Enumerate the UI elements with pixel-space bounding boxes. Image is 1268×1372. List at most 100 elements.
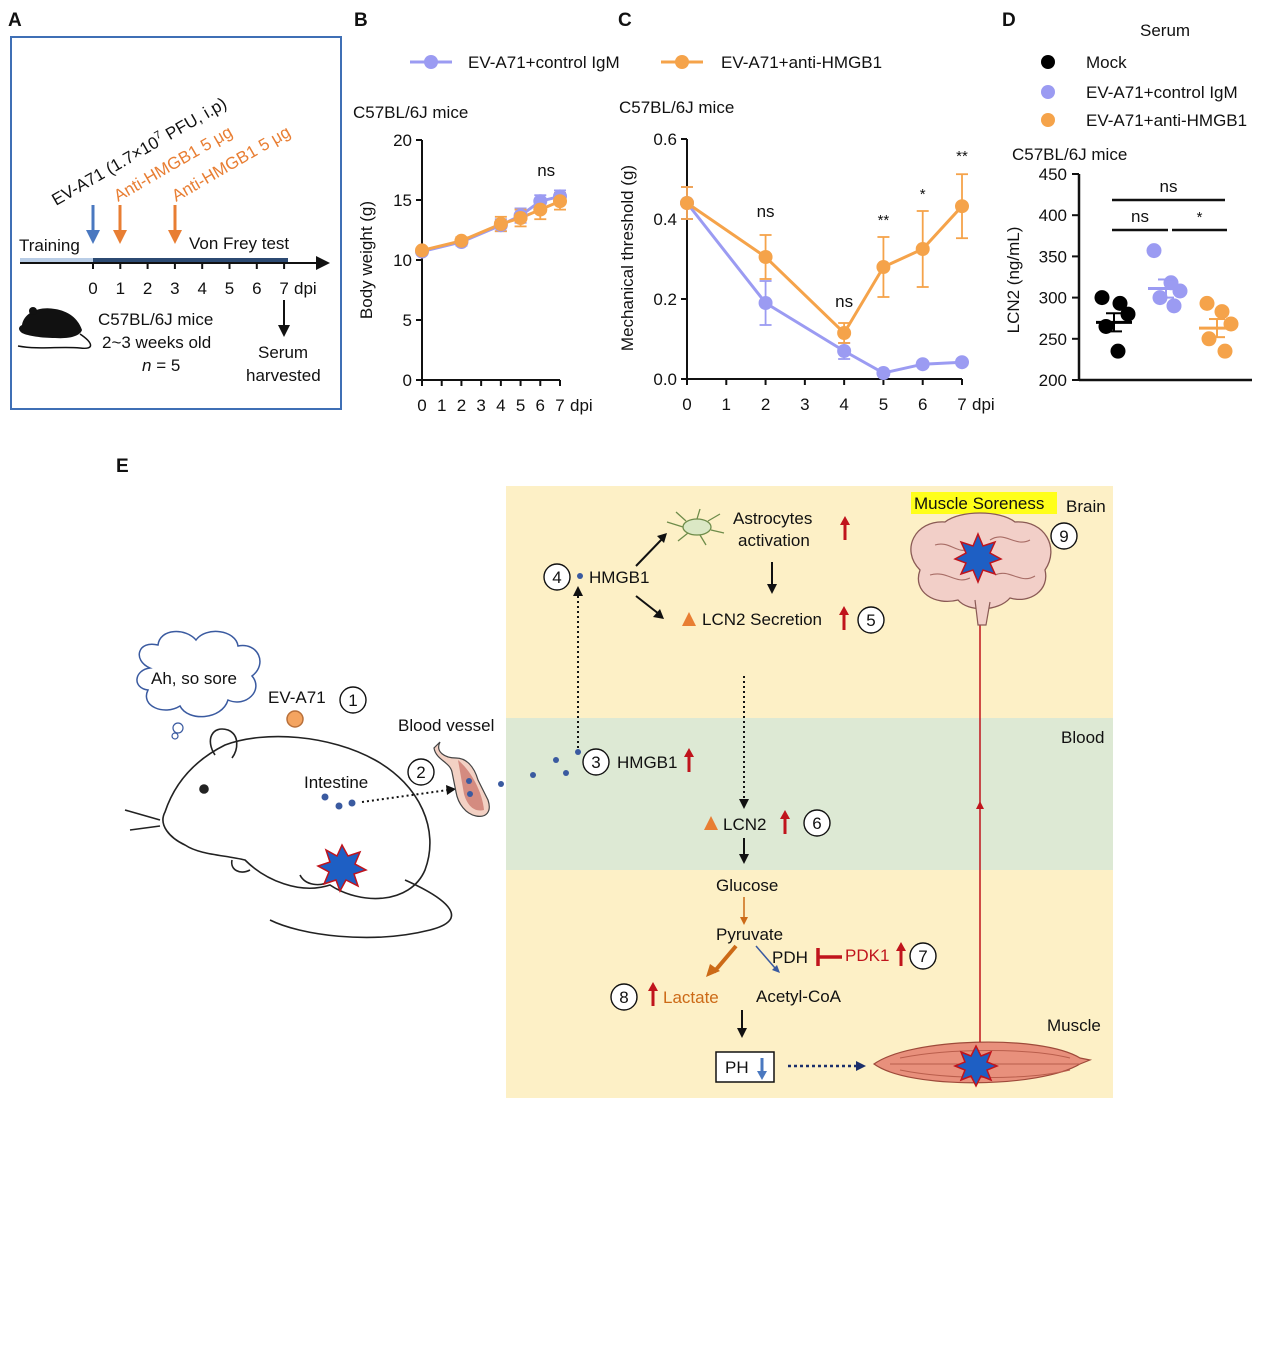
step-circle-2	[407, 758, 435, 786]
chart-d-y-tick-label: 400	[1039, 206, 1067, 225]
mouse-age: 2~3 weeks old	[102, 333, 211, 352]
blood-zone	[506, 718, 1113, 870]
panel-label-b: B	[354, 10, 368, 31]
muscle-icon	[872, 1041, 1093, 1088]
legend-anti-marker	[1041, 113, 1055, 127]
chart-c-annotation: **	[956, 148, 968, 165]
chart-c-y-tick-label: 0.4	[653, 210, 677, 229]
blood-vessel-label: Blood vessel	[398, 716, 494, 735]
down-arrowhead-icon	[739, 854, 749, 864]
chart-b-ylabel: Body weight (g)	[357, 201, 376, 319]
timeline-tick-label: 5	[225, 279, 234, 298]
legend-mock-marker	[1041, 55, 1055, 69]
astrocyte-icon	[666, 508, 725, 546]
chart-d-point	[1112, 295, 1128, 311]
pdh-label: PDH	[772, 948, 808, 967]
von-frey-label: Von Frey test	[189, 234, 289, 253]
serum-label: Serum	[258, 343, 308, 362]
infection-arrow-icon	[86, 205, 100, 244]
step-number-8: 8	[619, 988, 628, 1007]
mouse-n: n = 5	[142, 356, 180, 375]
chart-d-significance-label: ns	[1131, 207, 1149, 226]
step-number-7: 7	[918, 947, 927, 966]
chart-b-annotation: ns	[537, 161, 555, 180]
chart-d-y-tick-label: 350	[1039, 247, 1067, 266]
chart-b-x-tick-label: 0	[417, 396, 426, 415]
up-arrow-icon	[896, 942, 906, 966]
ph-box	[715, 1051, 775, 1083]
lcn2-secretion-label: LCN2 Secretion	[702, 610, 822, 629]
lcn2-triangle-icon	[682, 612, 696, 626]
legend-control: EV-A71+control IgM	[410, 53, 620, 72]
astrocytes-label-2: activation	[738, 531, 810, 550]
lactate-arrowhead-icon	[706, 964, 720, 977]
chart-d-point	[1120, 306, 1136, 322]
chart-c-series-line	[686, 201, 964, 336]
chart-c-ylabel: Mechanical threshold (g)	[618, 165, 637, 351]
blood-label: Blood	[1061, 728, 1104, 747]
step-number-5: 5	[866, 611, 875, 630]
panel-label-a: A	[8, 10, 22, 31]
down-arrowhead-icon	[737, 1028, 747, 1038]
panel-e: E Ah, so sore EV-A71 I	[116, 456, 1113, 1098]
panel-label-e: E	[116, 456, 129, 477]
chart-c-point	[955, 355, 969, 370]
chart-b-x-tick-label: 3	[476, 396, 485, 415]
chart-c-point	[915, 357, 930, 372]
panel-a-frame	[10, 36, 342, 410]
chart-d-point	[1199, 295, 1215, 311]
chart-c-annotation: ns	[835, 292, 853, 311]
chart-c-x-tick-label: 5	[879, 395, 888, 414]
chart-b-y-tick-label: 5	[403, 311, 412, 330]
panel-d: D Serum Mock EV-A71+control IgM EV-A71+a…	[1002, 10, 1252, 390]
timeline-tick-label: 3	[170, 279, 179, 298]
chart-c-point	[837, 326, 852, 340]
down-arrowhead-icon	[767, 584, 777, 594]
chart-d-y-tick-label: 200	[1039, 371, 1067, 390]
muscle-label: Muscle	[1047, 1016, 1101, 1035]
pyruvate-to-lactate-arrow	[712, 944, 738, 974]
chart-c-x-tick-label: 3	[800, 395, 809, 414]
muscle-soreness-highlight	[911, 492, 1057, 514]
pdk1-label: PDK1	[845, 946, 889, 965]
acetyl-arrowhead-icon	[772, 965, 780, 973]
hmgb1-dot	[577, 573, 583, 579]
chart-d-y-tick-label: 300	[1039, 289, 1067, 308]
step-number-1: 1	[348, 691, 357, 710]
chart-d-point	[1201, 331, 1217, 347]
chart-c-point	[876, 366, 891, 380]
inhibition-icon	[816, 948, 842, 966]
step-circle-5	[857, 606, 885, 634]
chart-d-point	[1094, 290, 1110, 306]
hmgb1-to-lcn2-arrow	[635, 595, 660, 615]
legend-control-label: EV-A71+control IgM	[468, 53, 620, 72]
chart-b-y-tick-label: 0	[403, 371, 412, 390]
chart-c-annotation: *	[920, 186, 926, 203]
intestine-dots	[321, 793, 356, 810]
glucose-label: Glucose	[716, 876, 778, 895]
chart-d-point	[1172, 283, 1188, 299]
step-number-6: 6	[812, 814, 821, 833]
chart-d-point	[1214, 304, 1230, 320]
brain-icon	[910, 512, 1052, 626]
timeline-tick-label: 6	[252, 279, 261, 298]
timeline-tick-label: 4	[197, 279, 206, 298]
mouse-illustration-icon	[124, 728, 453, 939]
panel-c: C C57BL/6J mice Mechanical threshold (g)…	[618, 10, 995, 414]
panel-label-d: D	[1002, 10, 1016, 31]
astro-arrowhead-icon	[657, 533, 667, 543]
chart-c-title: C57BL/6J mice	[619, 98, 734, 117]
chart-d-y-tick-label: 250	[1039, 330, 1067, 349]
up-arrow-icon	[648, 982, 658, 1006]
hmgb1-to-astro-arrow	[635, 537, 664, 567]
chart-b-x-tick-label: 1	[437, 396, 446, 415]
chart-c-y-tick-label: 0.2	[653, 290, 677, 309]
muscle-soreness-label: Muscle Soreness	[914, 494, 1044, 513]
panel-label-c: C	[618, 10, 632, 31]
chart-c-x-tick-label: 6	[918, 395, 927, 414]
chart-d-title: Serum	[1140, 21, 1190, 40]
chart-b-point	[533, 202, 548, 217]
